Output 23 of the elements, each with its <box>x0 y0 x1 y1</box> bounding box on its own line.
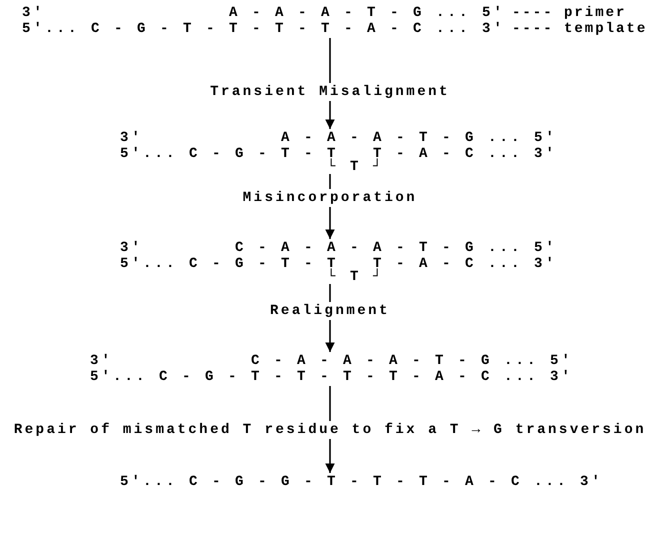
step-label: Realignment <box>270 303 390 319</box>
arrow <box>325 439 335 473</box>
sequence-line: 5'... C - G - T - T - T - T - A - C ... 3' <box>90 369 574 385</box>
step-label: Repair of mismatched T residue to fix a T → G transversion <box>14 422 646 438</box>
sequence-line: 3' C - A - A - A - T - G ... 5' <box>120 240 558 256</box>
sequence-line: 3' C - A - A - A - T - G ... 5' <box>90 353 574 369</box>
arrow <box>325 207 335 239</box>
sequence-line: 5'... C - G - T - T - T - T - A - C ... 3' <box>22 21 506 37</box>
connector-line <box>329 386 331 421</box>
step-label: Transient Misalignment <box>210 84 450 100</box>
sequence-line: 3' A - A - A - T - G ... 5' <box>22 5 506 21</box>
strand-label: ---- template <box>512 21 648 37</box>
sequence-line: 5'... C - G - G - T - T - T - A - C ... 3' <box>120 474 604 490</box>
arrow <box>325 101 335 129</box>
strand-label: ---- primer <box>512 5 626 21</box>
sequence-line: 3' A - A - A - T - G ... 5' <box>120 130 558 146</box>
connector-line <box>329 38 331 83</box>
sequence-line: 5'... C - G - T - T T - A - C ... 3' <box>120 146 558 162</box>
connector-line <box>329 174 331 189</box>
sequence-line: 5'... C - G - T - T T - A - C ... 3' <box>120 256 558 272</box>
step-label: Misincorporation <box>242 190 418 206</box>
connector-line <box>329 284 331 302</box>
arrow <box>325 320 335 352</box>
